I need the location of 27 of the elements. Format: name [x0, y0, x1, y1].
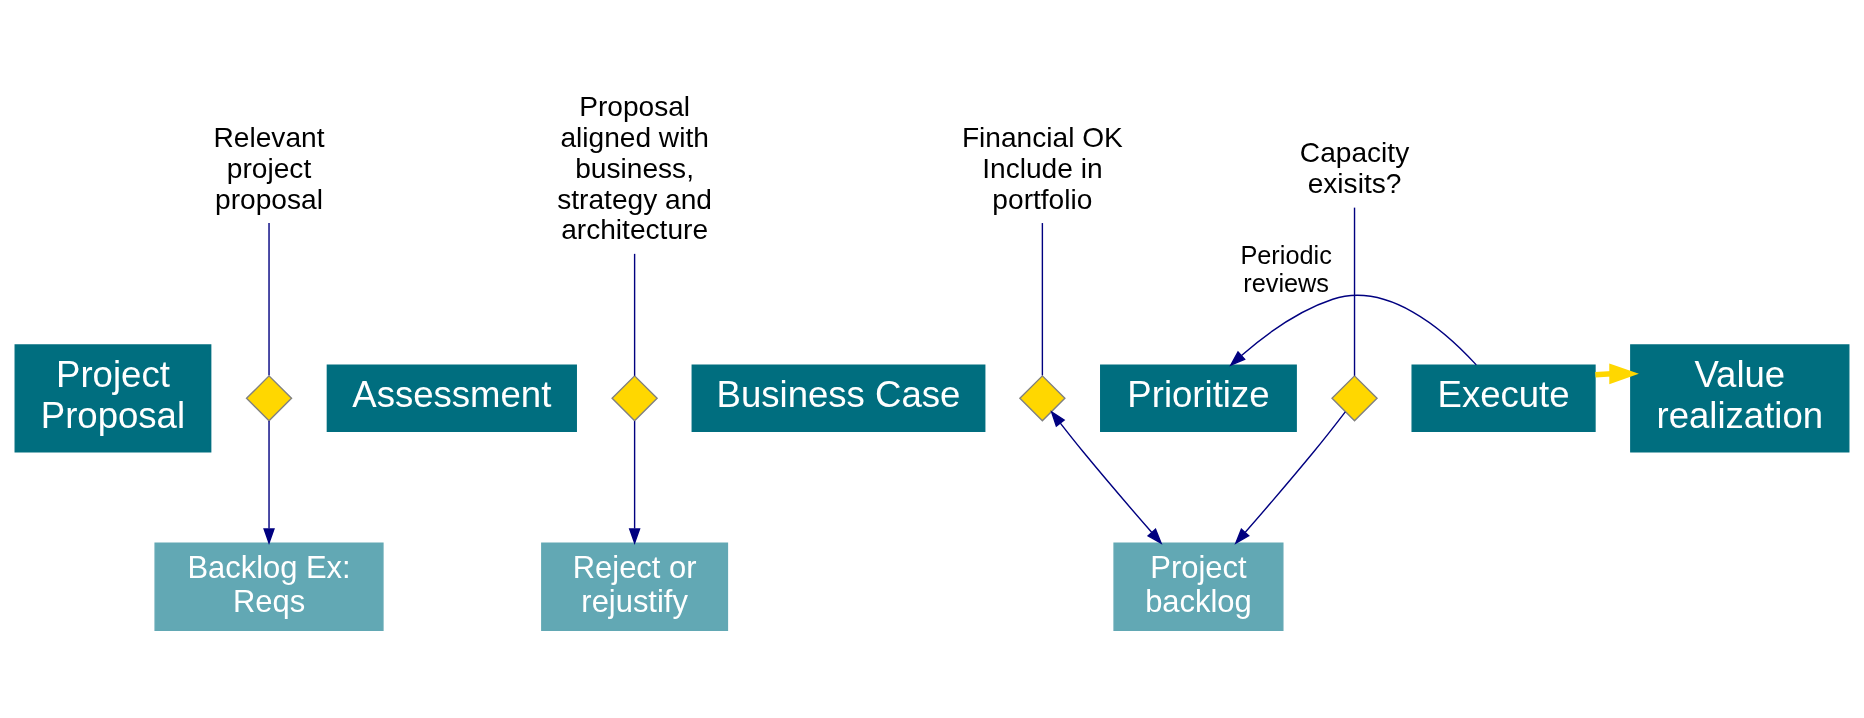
- node-text: Proposal aligned with business, strategy and architecture: [557, 90, 712, 246]
- arrow: [1234, 411, 1346, 545]
- connector: [633, 253, 636, 377]
- node-box: Business Case: [691, 364, 986, 433]
- node-box: Project backlog: [1113, 542, 1284, 632]
- node-diamond: [1331, 374, 1379, 422]
- node-diamond: [245, 374, 293, 422]
- edge-label: Periodic reviews: [1240, 240, 1332, 297]
- node-box: Assessment: [326, 364, 577, 433]
- arrow: [263, 420, 275, 546]
- node-box: Backlog Ex: Reqs: [154, 542, 384, 632]
- arrow: [1050, 410, 1163, 545]
- connector: [1353, 206, 1356, 377]
- arrow: [628, 420, 641, 546]
- connector: [1041, 222, 1044, 377]
- node-diamond: [611, 374, 659, 422]
- node-text: Financial OK Include in portfolio: [961, 121, 1123, 215]
- node-text: Capacity exisits?: [1299, 137, 1410, 200]
- node-box: Prioritize: [1100, 364, 1297, 433]
- node-box: Reject or rejustify: [541, 542, 729, 632]
- node-text: Relevant project proposal: [213, 121, 325, 215]
- node-box: Value realization: [1630, 344, 1850, 453]
- node-box: Project Proposal: [14, 344, 212, 453]
- connector: [268, 222, 270, 377]
- arrow: [1229, 294, 1477, 367]
- node-box: Execute: [1411, 364, 1596, 433]
- node-diamond: [1018, 374, 1066, 422]
